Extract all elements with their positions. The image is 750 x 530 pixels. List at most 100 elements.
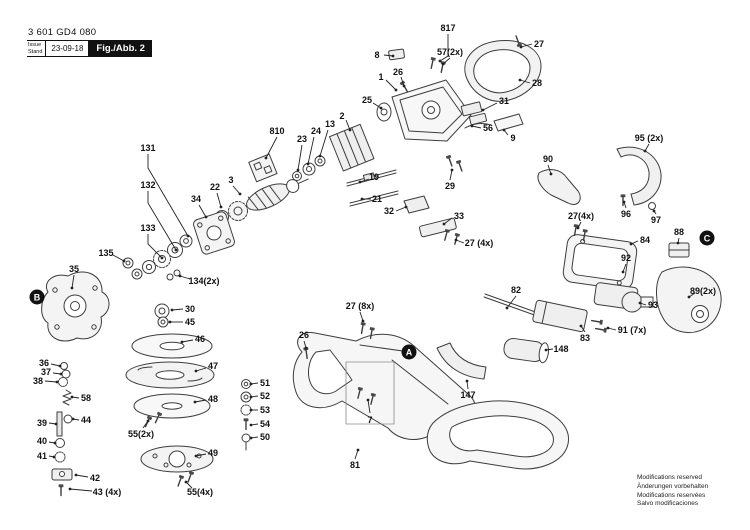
part-number-label: 52 xyxy=(259,391,271,401)
part-number-label: 9 xyxy=(510,133,516,143)
part-number-label: 33 xyxy=(453,211,465,221)
stand-label: Stand xyxy=(28,48,43,55)
part-number-label: 43 (4x) xyxy=(92,487,122,497)
cylinder-part-drawing xyxy=(503,337,549,364)
section-marker-a: A xyxy=(401,344,417,360)
part-number-label: 22 xyxy=(209,182,221,192)
stator-drawing xyxy=(248,123,375,183)
part-number-label: 97 xyxy=(650,215,662,225)
part-number-label: 135 xyxy=(98,248,114,258)
part-number-label: 25 xyxy=(361,95,373,105)
part-number-label: 13 xyxy=(324,119,336,129)
part-number-label: 36 xyxy=(38,358,50,368)
part-number-label: 1 xyxy=(378,72,384,82)
part-number-label: 49 xyxy=(207,448,219,458)
part-number-label: 817 xyxy=(440,23,456,33)
washer-stack-drawing xyxy=(240,379,252,451)
part-number-label: 90 xyxy=(542,154,554,164)
part-number-label: 27 (8x) xyxy=(345,301,375,311)
part-number-label: 29 xyxy=(444,181,456,191)
part-number-label: 41 xyxy=(36,451,48,461)
part-number-label: 82 xyxy=(510,285,522,295)
part-number-label: 132 xyxy=(140,180,156,190)
part-number-label: 95 (2x) xyxy=(634,133,664,143)
part-number-label: 21 xyxy=(371,194,383,204)
part-number-label: 28 xyxy=(531,78,543,88)
part-number-label: 89(2x) xyxy=(689,286,717,296)
part-number-label: 96 xyxy=(620,209,632,219)
part-number-label: 3 xyxy=(228,175,234,185)
cover-plates-drawing xyxy=(562,234,722,333)
part-number-label: 44 xyxy=(80,415,92,425)
part-number-label: 30 xyxy=(184,304,196,314)
footer-line: Modifications reserved xyxy=(637,474,703,481)
footer-line: Modifications reservées xyxy=(637,491,706,499)
part-number-label: 133 xyxy=(140,223,156,233)
part-number-label: 147 xyxy=(460,390,476,400)
part-number-label: 32 xyxy=(383,206,395,216)
part-number-label: 81 xyxy=(349,460,361,470)
part-number-label: 134(2x) xyxy=(188,276,220,286)
part-number-label: 7 xyxy=(367,415,373,425)
section-marker-c: C xyxy=(699,230,715,246)
footer-line: Salvo modificaciones xyxy=(637,500,699,508)
motor-housing-drawing xyxy=(376,48,472,142)
spindle-parts-drawing xyxy=(51,362,73,497)
part-number-label: 40 xyxy=(36,436,48,446)
part-number: 3 601 GD4 080 xyxy=(27,26,152,41)
part-number-label: 31 xyxy=(498,96,510,106)
part-number-label: 42 xyxy=(89,473,101,483)
auxiliary-handle-drawing xyxy=(464,34,542,102)
issue-stand-labels: Issue Stand xyxy=(27,41,47,57)
part-number-label: 88 xyxy=(673,227,685,237)
main-housing-drawing xyxy=(292,321,476,440)
figure-label: Fig./Abb. 2 xyxy=(89,41,152,57)
part-number-label: 131 xyxy=(140,143,156,153)
part-number-label: 26 xyxy=(392,67,404,77)
part-number-label: 51 xyxy=(259,378,271,388)
part-number-label: 45 xyxy=(184,317,196,327)
rear-handle-drawing xyxy=(426,400,569,470)
part-number-label: 810 xyxy=(269,126,285,136)
part-number-label: 93 xyxy=(647,300,659,310)
part-number-label: 57(2x) xyxy=(436,47,464,57)
gear-housing-drawing xyxy=(41,271,110,342)
part-number-label: 39 xyxy=(36,418,48,428)
part-number-label: 56 xyxy=(482,123,494,133)
part-number-label: 92 xyxy=(620,253,632,263)
part-number-label: 50 xyxy=(259,432,271,442)
part-number-label: 47 xyxy=(207,361,219,371)
issue-date: 23-09-18 xyxy=(46,41,90,57)
part-number-label: 46 xyxy=(194,334,206,344)
part-number-label: 48 xyxy=(207,394,219,404)
part-number-label: 2 xyxy=(339,111,345,121)
part-number-label: 37 xyxy=(40,367,52,377)
title-block: 3 601 GD4 080 Issue Stand 23-09-18 Fig./… xyxy=(27,26,152,58)
part-number-label: 34 xyxy=(190,194,202,204)
part-number-label: 58 xyxy=(80,393,92,403)
handle-loop-drawing xyxy=(616,146,662,210)
part-number-label: 55(2x) xyxy=(127,429,155,439)
suction-tube-drawing xyxy=(436,342,487,380)
part-number-label: 26 xyxy=(298,330,310,340)
part-number-label: 27 xyxy=(533,39,545,49)
modifications-note: Modifications reserved Änderungen vorbeh… xyxy=(637,474,708,509)
part-number-label: 27(4x) xyxy=(567,211,595,221)
part-number-label: 38 xyxy=(32,376,44,386)
part-number-label: 55(4x) xyxy=(186,487,214,497)
bracket-drawing xyxy=(537,169,589,242)
switch-parts-drawing xyxy=(445,101,524,173)
part-number-label: 19 xyxy=(368,172,380,182)
part-number-label: 53 xyxy=(259,405,271,415)
part-number-label: 24 xyxy=(310,126,322,136)
part-number-label: 83 xyxy=(579,333,591,343)
section-marker-b: B xyxy=(29,289,45,305)
footer-line: Änderungen vorbehalten xyxy=(637,482,709,490)
part-number-label: 148 xyxy=(553,344,569,354)
part-number-label: 84 xyxy=(639,235,651,245)
part-number-label: 27 (4x) xyxy=(464,238,494,248)
part-number-label: 23 xyxy=(296,134,308,144)
bearing-plate-drawing xyxy=(193,211,235,255)
issue-label: Issue xyxy=(28,42,42,48)
